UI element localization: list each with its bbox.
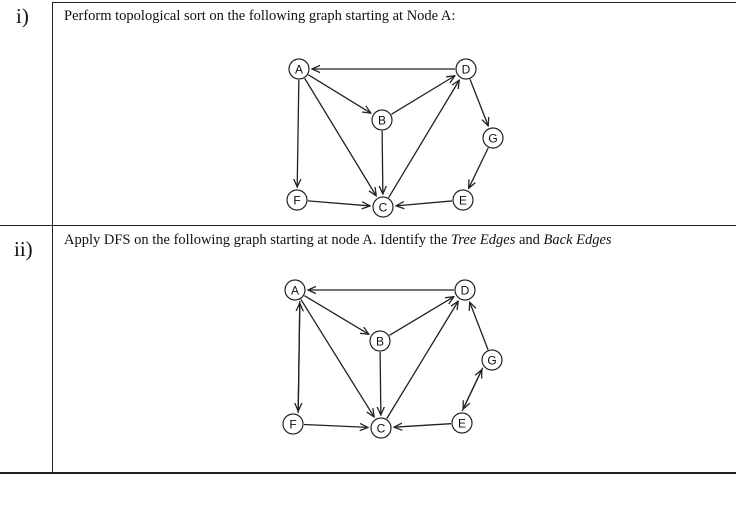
edge-a-to-c — [300, 298, 374, 417]
node-d-label: D — [462, 63, 471, 77]
edge-g-to-e — [463, 367, 484, 409]
node-b: B — [371, 109, 393, 131]
node-c: C — [372, 196, 394, 218]
table-bottom-border — [0, 472, 736, 474]
question-text-2: Apply DFS on the following graph startin… — [64, 232, 612, 249]
node-a: A — [284, 279, 306, 301]
edge-b-to-c — [380, 351, 381, 415]
edge-c-to-d — [388, 80, 460, 198]
node-f-label: F — [289, 418, 296, 432]
edge-a-to-f — [297, 79, 299, 187]
node-e-label: E — [458, 417, 466, 431]
node-c: C — [370, 417, 392, 439]
node-a-label: A — [291, 284, 299, 298]
graph-2-diagram: A B C D E F G — [282, 279, 503, 439]
question-text-2-term-tree-edges: Tree Edges — [451, 232, 516, 248]
node-d-circle — [455, 58, 477, 80]
node-b: B — [369, 330, 391, 352]
node-g-label: G — [487, 354, 496, 368]
node-f-circle — [286, 189, 308, 211]
node-e-circle — [451, 412, 473, 434]
table-row-separator — [0, 225, 736, 226]
node-d-label: D — [461, 284, 470, 298]
edge-e-to-c — [394, 424, 452, 428]
question-text-2-mid: and — [515, 232, 544, 248]
node-e-label: E — [459, 194, 467, 208]
edge-f-to-c — [303, 424, 368, 427]
node-a-circle — [284, 279, 306, 301]
node-g-circle — [482, 127, 504, 149]
node-f: F — [282, 413, 304, 435]
node-e-circle — [452, 189, 474, 211]
node-c-circle — [372, 196, 394, 218]
table-divider-left — [52, 2, 53, 474]
edge-e-to-c — [396, 200, 453, 206]
edge-g-to-e — [469, 147, 489, 188]
node-a-label: A — [295, 63, 303, 77]
node-c-label: C — [377, 422, 386, 436]
edge-g-to-d — [470, 302, 489, 350]
question-text-2-term-back-edges: Back Edges — [543, 232, 612, 248]
node-f: F — [286, 189, 308, 211]
edge-b-to-d — [391, 76, 454, 115]
node-c-circle — [370, 417, 392, 439]
node-b-circle — [371, 109, 393, 131]
edge-d-to-g — [469, 79, 488, 126]
node-g: G — [482, 127, 504, 149]
question-text-2-prefix: Apply DFS on the following graph startin… — [64, 232, 452, 248]
graph-1-diagram: A B C D E F G — [286, 58, 504, 218]
question-number-1: i) — [16, 4, 29, 28]
edge-b-to-c — [382, 130, 383, 194]
question-text-1: Perform topological sort on the followin… — [64, 8, 456, 24]
node-f-label: F — [293, 194, 300, 208]
question-number-2: ii) — [14, 237, 33, 261]
node-e: E — [452, 189, 474, 211]
edge-b-to-d — [389, 297, 453, 336]
node-g-label: G — [488, 132, 497, 146]
node-d: D — [454, 279, 476, 301]
node-b-label: B — [378, 114, 386, 128]
node-b-label: B — [376, 335, 384, 349]
node-a-circle — [288, 58, 310, 80]
node-f-circle — [282, 413, 304, 435]
table-top-border — [52, 2, 736, 3]
node-g-circle — [481, 349, 503, 371]
edge-a-to-b — [304, 295, 368, 335]
node-a: A — [288, 58, 310, 80]
edge-f-to-a — [298, 303, 300, 414]
node-g: G — [481, 349, 503, 371]
node-b-circle — [369, 330, 391, 352]
edge-a-to-c — [304, 78, 377, 195]
node-c-label: C — [379, 201, 388, 215]
node-d-circle — [454, 279, 476, 301]
edge-a-to-b — [308, 74, 371, 113]
edge-c-to-d — [386, 301, 459, 419]
node-e: E — [451, 412, 473, 434]
edge-f-to-c — [307, 200, 370, 206]
node-d: D — [455, 58, 477, 80]
